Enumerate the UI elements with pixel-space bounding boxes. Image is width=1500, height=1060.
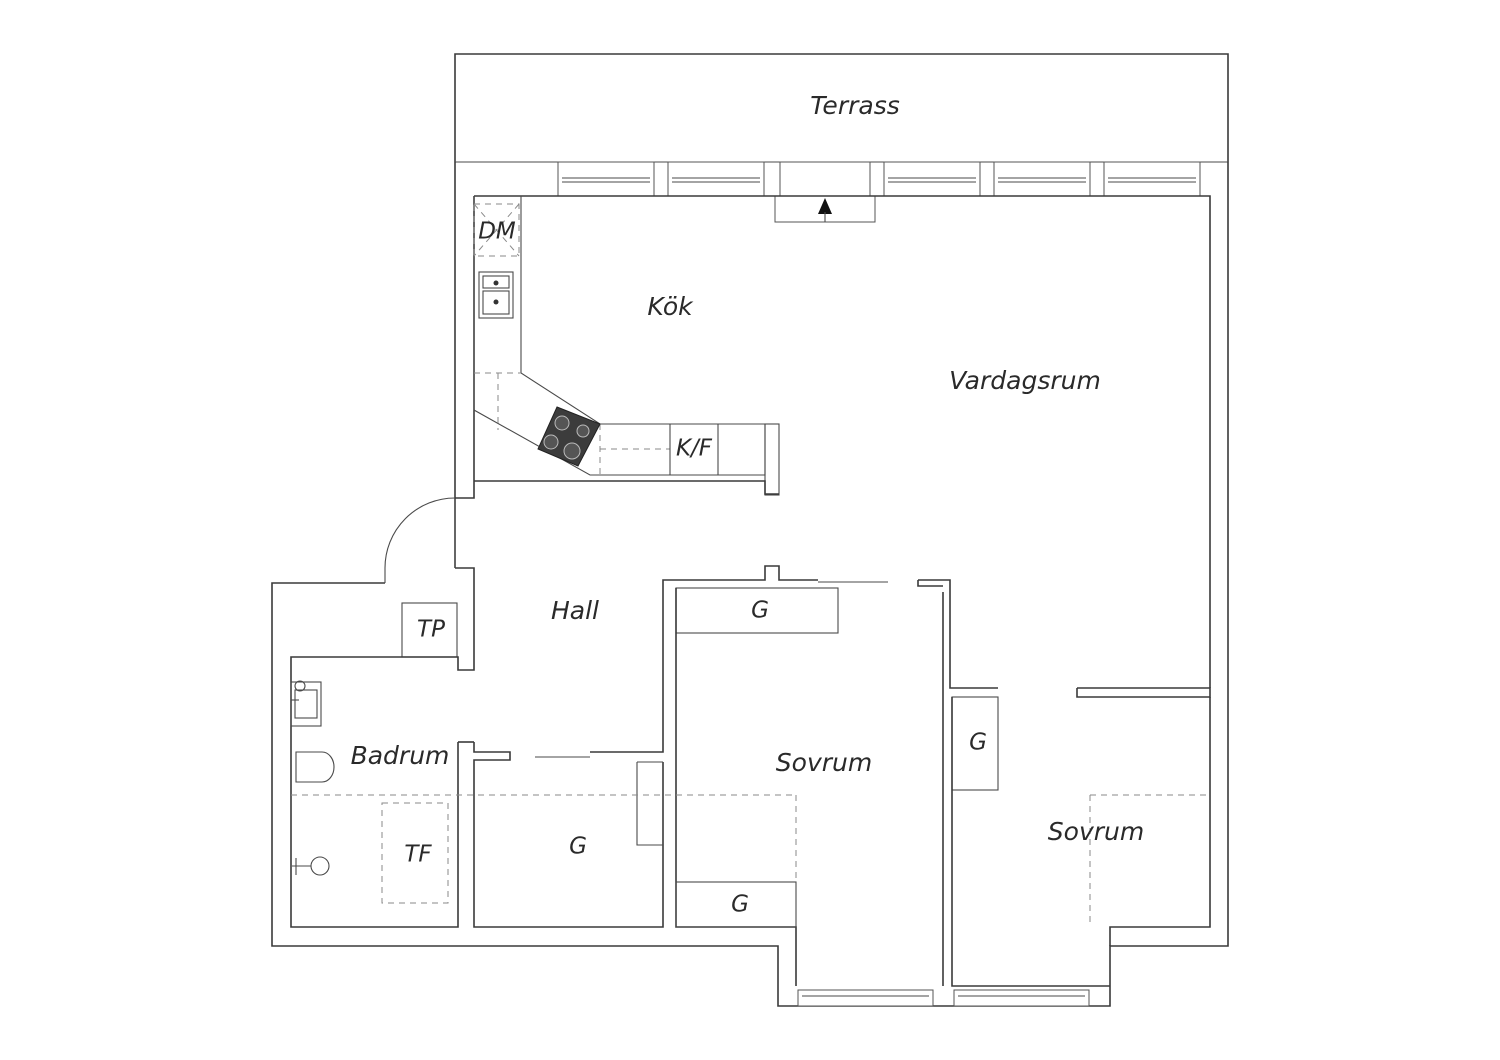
hall-label: Hall xyxy=(551,596,599,625)
terrace-label: Terrass xyxy=(810,91,900,120)
closet-right-label: G xyxy=(969,730,987,756)
living-room-label: Vardagsrum xyxy=(949,366,1101,395)
closet-bottom-label: G xyxy=(731,892,749,918)
closet-top-label: G xyxy=(751,598,769,624)
dishwasher-label: DM xyxy=(478,219,516,245)
fridge-freezer-label: K/F xyxy=(676,436,713,462)
north-arrow-icon xyxy=(818,198,832,214)
dryer-label: TP xyxy=(417,617,445,643)
bedroom-right-label: Sovrum xyxy=(1048,817,1144,846)
bedroom-center-label: Sovrum xyxy=(776,748,872,777)
closet-hall-label: G xyxy=(569,834,587,860)
washbasin-icon xyxy=(290,680,322,727)
sink-icon xyxy=(478,271,514,319)
entrance-door xyxy=(384,497,456,583)
stove-icon xyxy=(537,406,601,467)
washer-label: TF xyxy=(404,842,432,868)
interior-walls xyxy=(290,565,1211,1007)
outer-walls xyxy=(271,162,1229,1007)
terrace-windows xyxy=(557,161,1201,223)
kitchen-label: Kök xyxy=(647,292,694,321)
kitchen-counter xyxy=(455,196,780,499)
toilet-icon xyxy=(295,751,335,783)
bathroom-label: Badrum xyxy=(351,741,450,770)
shower-icon xyxy=(292,856,330,876)
ceiling-lines xyxy=(291,794,1210,927)
